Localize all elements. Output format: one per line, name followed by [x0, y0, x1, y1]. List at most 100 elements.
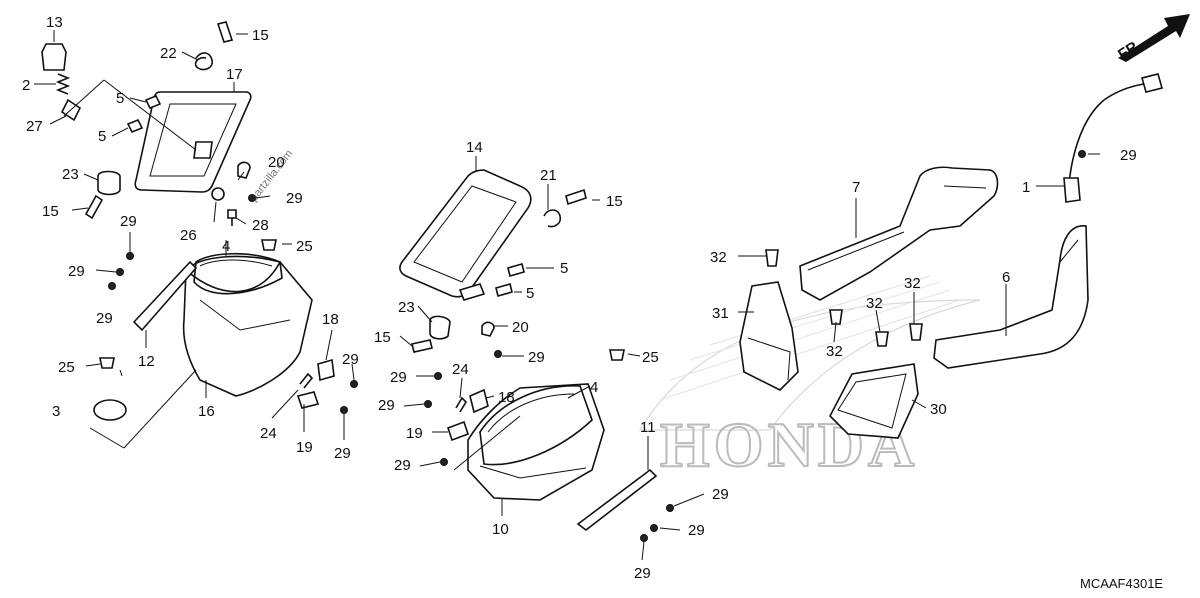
- callout-32: 32: [826, 343, 843, 360]
- callout-21: 21: [540, 167, 557, 184]
- callout-13: 13: [46, 14, 63, 31]
- part-30-duct-joint-icon: [829, 363, 919, 439]
- part-23-damper-icon: [429, 315, 451, 340]
- part-10-storage-box-icon: [467, 383, 605, 501]
- part-3-grommet-icon: [93, 399, 127, 421]
- callout-25: 25: [296, 238, 313, 255]
- part-6-air-duct-icon: [933, 225, 1089, 369]
- callout-14: 14: [466, 139, 483, 156]
- callout-29: 29: [634, 565, 651, 582]
- part-5-clip-icon: [495, 283, 513, 297]
- part-22-spring-icon: [194, 52, 214, 71]
- callout-29: 29: [334, 445, 351, 462]
- callout-29: 29: [390, 369, 407, 386]
- part-12-bracket-icon: [132, 260, 198, 332]
- part-5-clip-icon: [126, 118, 144, 134]
- direction-label: FR.: [1115, 36, 1145, 63]
- callout-3: 3: [52, 403, 60, 420]
- part-4-seal-icon: [479, 385, 593, 466]
- leader-lines-right: [738, 153, 1100, 409]
- part-18-latch-plate-icon: [469, 388, 489, 414]
- part-16-storage-box-icon: [182, 255, 313, 397]
- callout-24: 24: [260, 425, 277, 442]
- part-2-spring-icon: [55, 73, 71, 95]
- callout-23: 23: [398, 299, 415, 316]
- callout-15: 15: [252, 27, 269, 44]
- callout-28: 28: [252, 217, 269, 234]
- clip-32-icon: [765, 249, 923, 347]
- callout-29: 29: [286, 190, 303, 207]
- part-31-duct-joint-icon: [739, 281, 799, 391]
- callout-4: 4: [222, 238, 230, 255]
- callout-29: 29: [342, 351, 359, 368]
- callout-19: 19: [406, 425, 423, 442]
- front-direction-arrow: FR.: [1115, 14, 1190, 63]
- callout-6: 6: [1002, 269, 1010, 286]
- part-4-seal-icon: [193, 252, 283, 295]
- screw-29-icon: [108, 194, 358, 414]
- callout-7: 7: [852, 179, 860, 196]
- part-15-pin-icon: [216, 21, 234, 43]
- callout-5: 5: [526, 285, 534, 302]
- part-17-lid-icon: [134, 91, 252, 193]
- callout-29: 29: [68, 263, 85, 280]
- callout-18: 18: [322, 311, 339, 328]
- callout-29: 29: [394, 457, 411, 474]
- callout-32: 32: [904, 275, 921, 292]
- callout-29: 29: [712, 486, 729, 503]
- callout-5: 5: [116, 90, 124, 107]
- part-25-clip-icon: [609, 349, 625, 361]
- callout-12: 12: [138, 353, 155, 370]
- part-15-pin-icon: [84, 194, 104, 220]
- part-5-clip-icon: [144, 94, 162, 110]
- callout-29: 29: [688, 522, 705, 539]
- figure-code: MCAAF4301E: [1080, 576, 1163, 591]
- part-21-spring-icon: [543, 209, 562, 228]
- callout-15: 15: [374, 329, 391, 346]
- callout-4: 4: [590, 379, 598, 396]
- screw-29-icon: [424, 350, 674, 542]
- part-23-damper-icon: [97, 170, 121, 196]
- screw-29-icon: [1078, 150, 1086, 158]
- part-20-latch-icon: [237, 161, 251, 179]
- callout-26: 26: [180, 227, 197, 244]
- callout-30: 30: [930, 401, 947, 418]
- part-15-pin-icon: [565, 188, 587, 206]
- callout-32: 32: [866, 295, 883, 312]
- callout-1: 1: [1022, 179, 1030, 196]
- callout-29: 29: [378, 397, 395, 414]
- part-24-spring-icon: [455, 396, 468, 413]
- callout-19: 19: [296, 439, 313, 456]
- callout-20: 20: [512, 319, 529, 336]
- callout-17: 17: [226, 66, 243, 83]
- part-26-washer-icon: [211, 187, 225, 201]
- part-18-latch-plate-icon: [317, 358, 335, 382]
- callout-15: 15: [42, 203, 59, 220]
- callout-32: 32: [710, 249, 727, 266]
- callout-25: 25: [58, 359, 75, 376]
- callout-10: 10: [492, 521, 509, 538]
- part-19-lock-icon: [296, 391, 320, 409]
- leader-lines-left: [34, 30, 355, 449]
- leader-lines-center: [399, 156, 705, 561]
- callout-29: 29: [96, 310, 113, 327]
- part-13-cap-icon: [41, 43, 67, 71]
- part-25-clip-icon: [261, 239, 277, 251]
- callout-labels: 13 2 27 22 15 17 5 5 23 20 29 15 26 28 2…: [22, 14, 1137, 582]
- callout-18: 18: [498, 389, 515, 406]
- callout-22: 22: [160, 45, 177, 62]
- callout-25: 25: [642, 349, 659, 366]
- callout-20: 20: [268, 154, 285, 171]
- part-15-pin-icon: [411, 339, 433, 353]
- callout-29: 29: [1120, 147, 1137, 164]
- callout-2: 2: [22, 77, 30, 94]
- part-28-screw-icon: [227, 209, 237, 226]
- callout-15: 15: [606, 193, 623, 210]
- callout-5: 5: [98, 128, 106, 145]
- callout-16: 16: [198, 403, 215, 420]
- callout-31: 31: [712, 305, 729, 322]
- callout-23: 23: [62, 166, 79, 183]
- part-14-lid-icon: [399, 169, 532, 301]
- callout-5: 5: [560, 260, 568, 277]
